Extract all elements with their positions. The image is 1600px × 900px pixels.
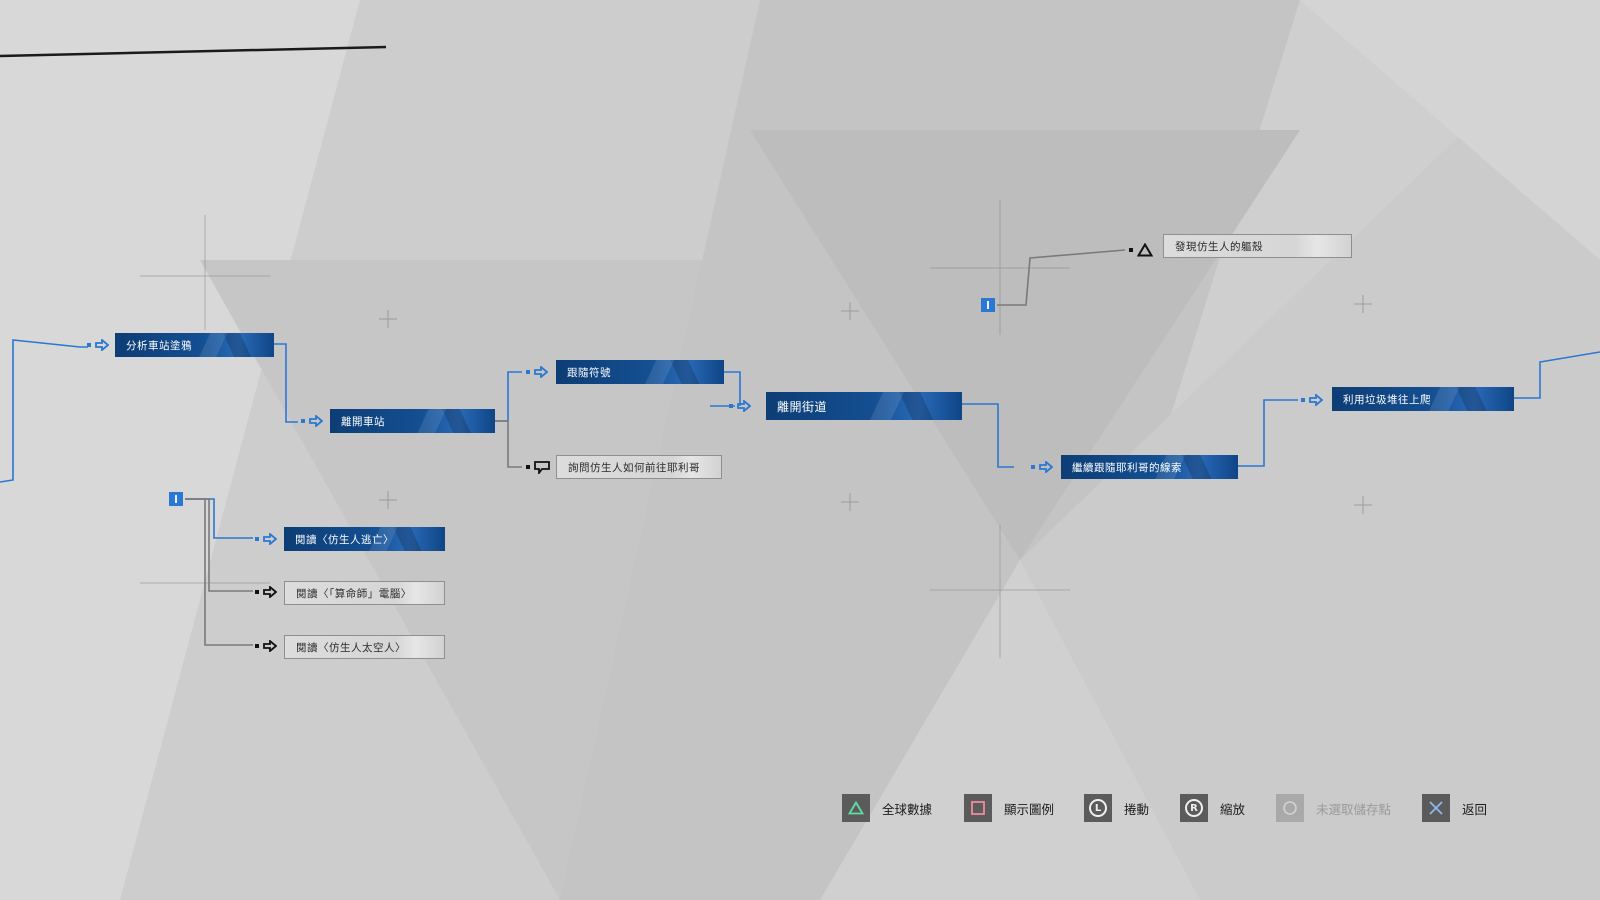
- arrow-right-icon: [263, 533, 277, 545]
- node-leave-street[interactable]: 離開街道: [766, 392, 962, 420]
- speech-bubble-icon: [534, 460, 550, 474]
- node-connector: [1301, 391, 1327, 409]
- square-button-icon: [964, 794, 992, 822]
- arrow-right-icon: [309, 415, 323, 427]
- lock-icon: [981, 298, 995, 312]
- left-stick-letter: L: [1089, 799, 1107, 817]
- triangle-button-icon: [842, 794, 870, 822]
- lock-icon: [169, 492, 183, 506]
- node-read-android-escape[interactable]: 閱讀〈仿生人逃亡〉: [284, 527, 445, 551]
- node-connector: [526, 458, 552, 476]
- zoom-label: 縮放: [1220, 801, 1246, 817]
- arrow-right-icon: [95, 339, 109, 351]
- node-connector: [255, 530, 281, 548]
- node-follow-symbol[interactable]: 跟隨符號: [556, 360, 724, 384]
- back-label: 返回: [1462, 801, 1488, 817]
- right-stick-letter: R: [1185, 799, 1203, 817]
- node-connector: [729, 397, 755, 415]
- node-connector: [255, 637, 281, 655]
- no-checkpoint-label: 未選取儲存點: [1316, 801, 1392, 817]
- node-keep-following[interactable]: 繼續跟隨耶利哥的線索: [1061, 455, 1238, 479]
- zoom-control[interactable]: R 縮放: [1180, 793, 1245, 823]
- node-connector: [255, 583, 281, 601]
- node-read-fortune-computer[interactable]: 閱讀〈「算命師」電腦〉: [284, 581, 445, 605]
- left-stick-icon: L: [1084, 794, 1112, 822]
- circle-button-icon: [1276, 794, 1304, 822]
- node-connector: [301, 412, 327, 430]
- node-leave-station[interactable]: 離開車站: [330, 409, 495, 433]
- triangle-icon: [1137, 243, 1153, 257]
- global-stats-button[interactable]: 全球數據: [842, 793, 932, 823]
- no-checkpoint-button[interactable]: 未選取儲存點: [1276, 793, 1391, 823]
- global-stats-label: 全球數據: [882, 801, 933, 817]
- right-stick-icon: R: [1180, 794, 1208, 822]
- node-connector: [87, 336, 113, 354]
- node-analyze-graffiti[interactable]: 分析車站塗鴉: [115, 333, 274, 357]
- cross-button-icon: [1422, 794, 1450, 822]
- arrow-right-icon: [737, 400, 751, 412]
- node-connector: [1129, 241, 1155, 259]
- scroll-control[interactable]: L 捲動: [1084, 793, 1149, 823]
- arrow-right-icon: [263, 586, 277, 598]
- node-connector: [526, 363, 552, 381]
- arrow-right-icon: [263, 640, 277, 652]
- back-button[interactable]: 返回: [1422, 793, 1487, 823]
- node-read-android-astronaut[interactable]: 閱讀〈仿生人太空人〉: [284, 635, 445, 659]
- node-ask-android[interactable]: 詢問仿生人如何前往耶利哥: [556, 455, 722, 479]
- show-legend-label: 顯示圖例: [1004, 801, 1055, 817]
- scroll-label: 捲動: [1124, 801, 1150, 817]
- show-legend-button[interactable]: 顯示圖例: [964, 793, 1054, 823]
- arrow-right-icon: [534, 366, 548, 378]
- arrow-right-icon: [1309, 394, 1323, 406]
- node-find-body[interactable]: 發現仿生人的軀殼: [1163, 234, 1352, 258]
- node-climb-trash[interactable]: 利用垃圾堆往上爬: [1332, 387, 1514, 411]
- node-connector: [1031, 458, 1057, 476]
- arrow-right-icon: [1039, 461, 1053, 473]
